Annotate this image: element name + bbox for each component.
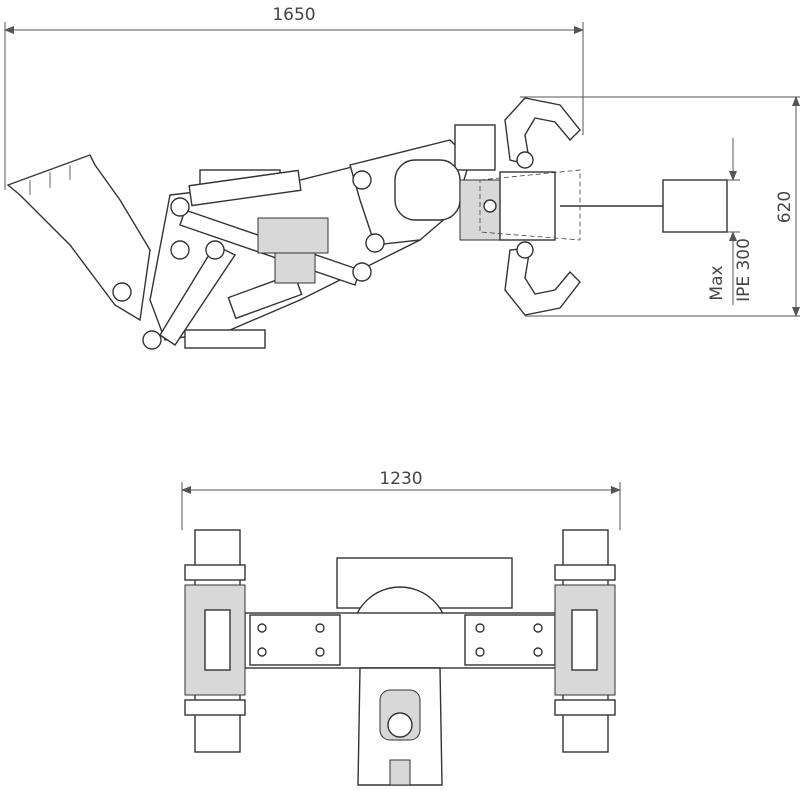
beam-label-max: Max <box>707 265 727 300</box>
machine-top <box>6 97 581 350</box>
jaw-dimension-label: 620 <box>775 191 795 223</box>
jaw-opening-dimension: 620 <box>520 96 800 317</box>
length-dimension: 1650 <box>4 5 584 190</box>
width-dimension-label: 1230 <box>379 469 422 489</box>
length-dimension-label: 1650 <box>272 5 315 25</box>
ipe-beam: Max IPE 300 <box>560 138 754 305</box>
top-view: 1650 620 Max IPE 300 <box>4 5 800 350</box>
width-dimension: 1230 <box>181 469 621 530</box>
machine-front <box>184 529 616 786</box>
beam-label-ipe: IPE 300 <box>734 238 754 302</box>
front-view: 1230 <box>181 469 621 786</box>
